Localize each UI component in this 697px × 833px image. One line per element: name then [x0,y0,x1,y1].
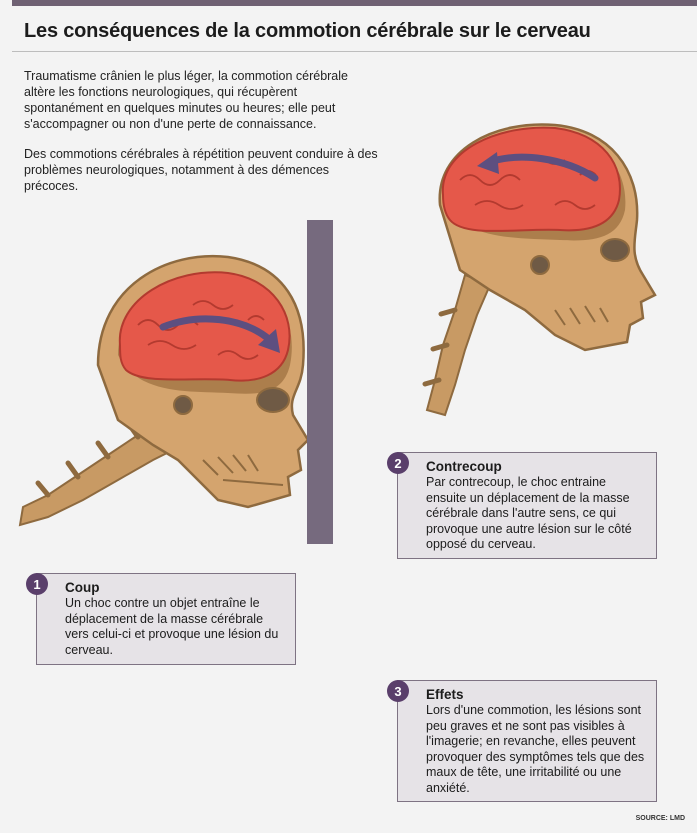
step-number-badge: 3 [387,680,409,702]
neck-vertebrae [18,413,185,527]
step-heading: Coup [65,580,100,595]
page-title: Les conséquences de la commotion cérébra… [24,20,591,42]
step-heading: Effets [426,687,464,702]
motion-arrow-left [477,152,599,182]
step-text: Par contrecoup, le choc entraine ensuite… [426,475,632,551]
skull-contrecoup-illustration [422,123,657,417]
step-coup-box: 1 Coup Un choc contre un objet entraîne … [26,573,296,665]
step-text: Un choc contre un objet entraîne le dépl… [65,596,279,657]
intro-paragraph-1: Traumatisme crânien le plus léger, la co… [24,69,348,131]
step-heading: Contrecoup [426,459,502,474]
title-divider [12,51,697,52]
skull-coup-illustration [18,254,310,527]
step-number-badge: 1 [26,573,48,595]
source-credit: SOURCE: LMD [635,815,685,822]
step-number-badge: 2 [387,452,409,474]
brain [118,271,291,382]
motion-arrow-right [159,315,280,353]
neck-vertebrae [422,273,492,417]
intro-paragraph-2: Des commotions cérébrales à répétition p… [24,147,378,193]
top-accent-bar [12,0,697,6]
step-effets-box: 3 Effets Lors d'une commotion, les lésio… [387,680,657,802]
wall-block [307,220,333,544]
step-text: Lors d'une commotion, les lésions sont p… [426,703,645,795]
step-contrecoup-box: 2 Contrecoup Par contrecoup, le choc ent… [387,452,657,559]
